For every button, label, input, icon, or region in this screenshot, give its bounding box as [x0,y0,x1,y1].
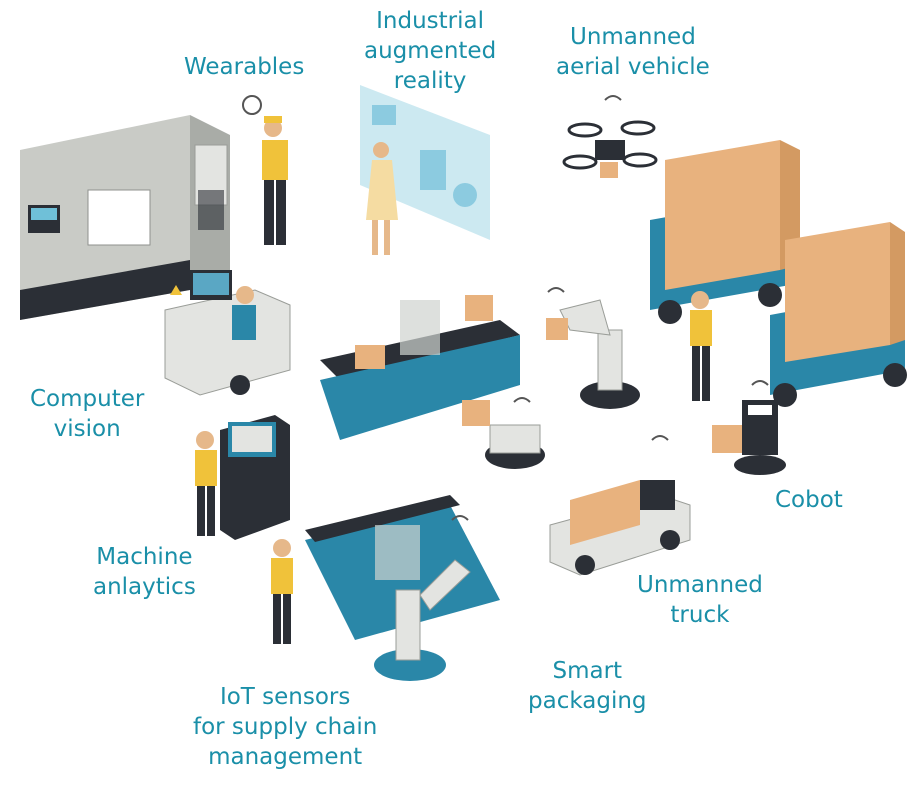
label-smart-packaging: Smart packaging [528,658,647,714]
label-uav: Unmanned aerial vehicle [556,24,710,80]
central-conveyor [320,295,520,440]
iot-worker [271,539,293,644]
label-unmanned-truck: Unmanned truck [637,572,763,628]
cart-boxes-top [650,140,800,324]
drone [562,120,658,178]
label-iot-sensors: IoT sensors for supply chain management [193,684,378,770]
label-machine-analytics: Machine anlaytics [93,544,196,600]
label-wearables: Wearables [184,54,305,80]
packaging-line [305,495,500,681]
robot-arm-center [546,299,640,409]
cobot-robot [712,400,786,475]
label-computer-vision: Computer vision [30,386,145,442]
computer-vision-desk [164,270,291,396]
label-augmented-reality: Industrial augmented reality [364,8,497,94]
cart-boxes-bottom [770,222,907,407]
cnc-machine [20,115,230,320]
machine-analytics-terminal [195,415,290,540]
wearables-worker [242,95,288,245]
augmented-reality-scene [360,85,490,255]
label-cobot: Cobot [775,487,843,513]
unmanned-truck-vehicle [549,480,691,576]
logistics-worker [690,291,712,401]
wifi-icon [451,95,769,521]
small-agv [462,400,545,469]
